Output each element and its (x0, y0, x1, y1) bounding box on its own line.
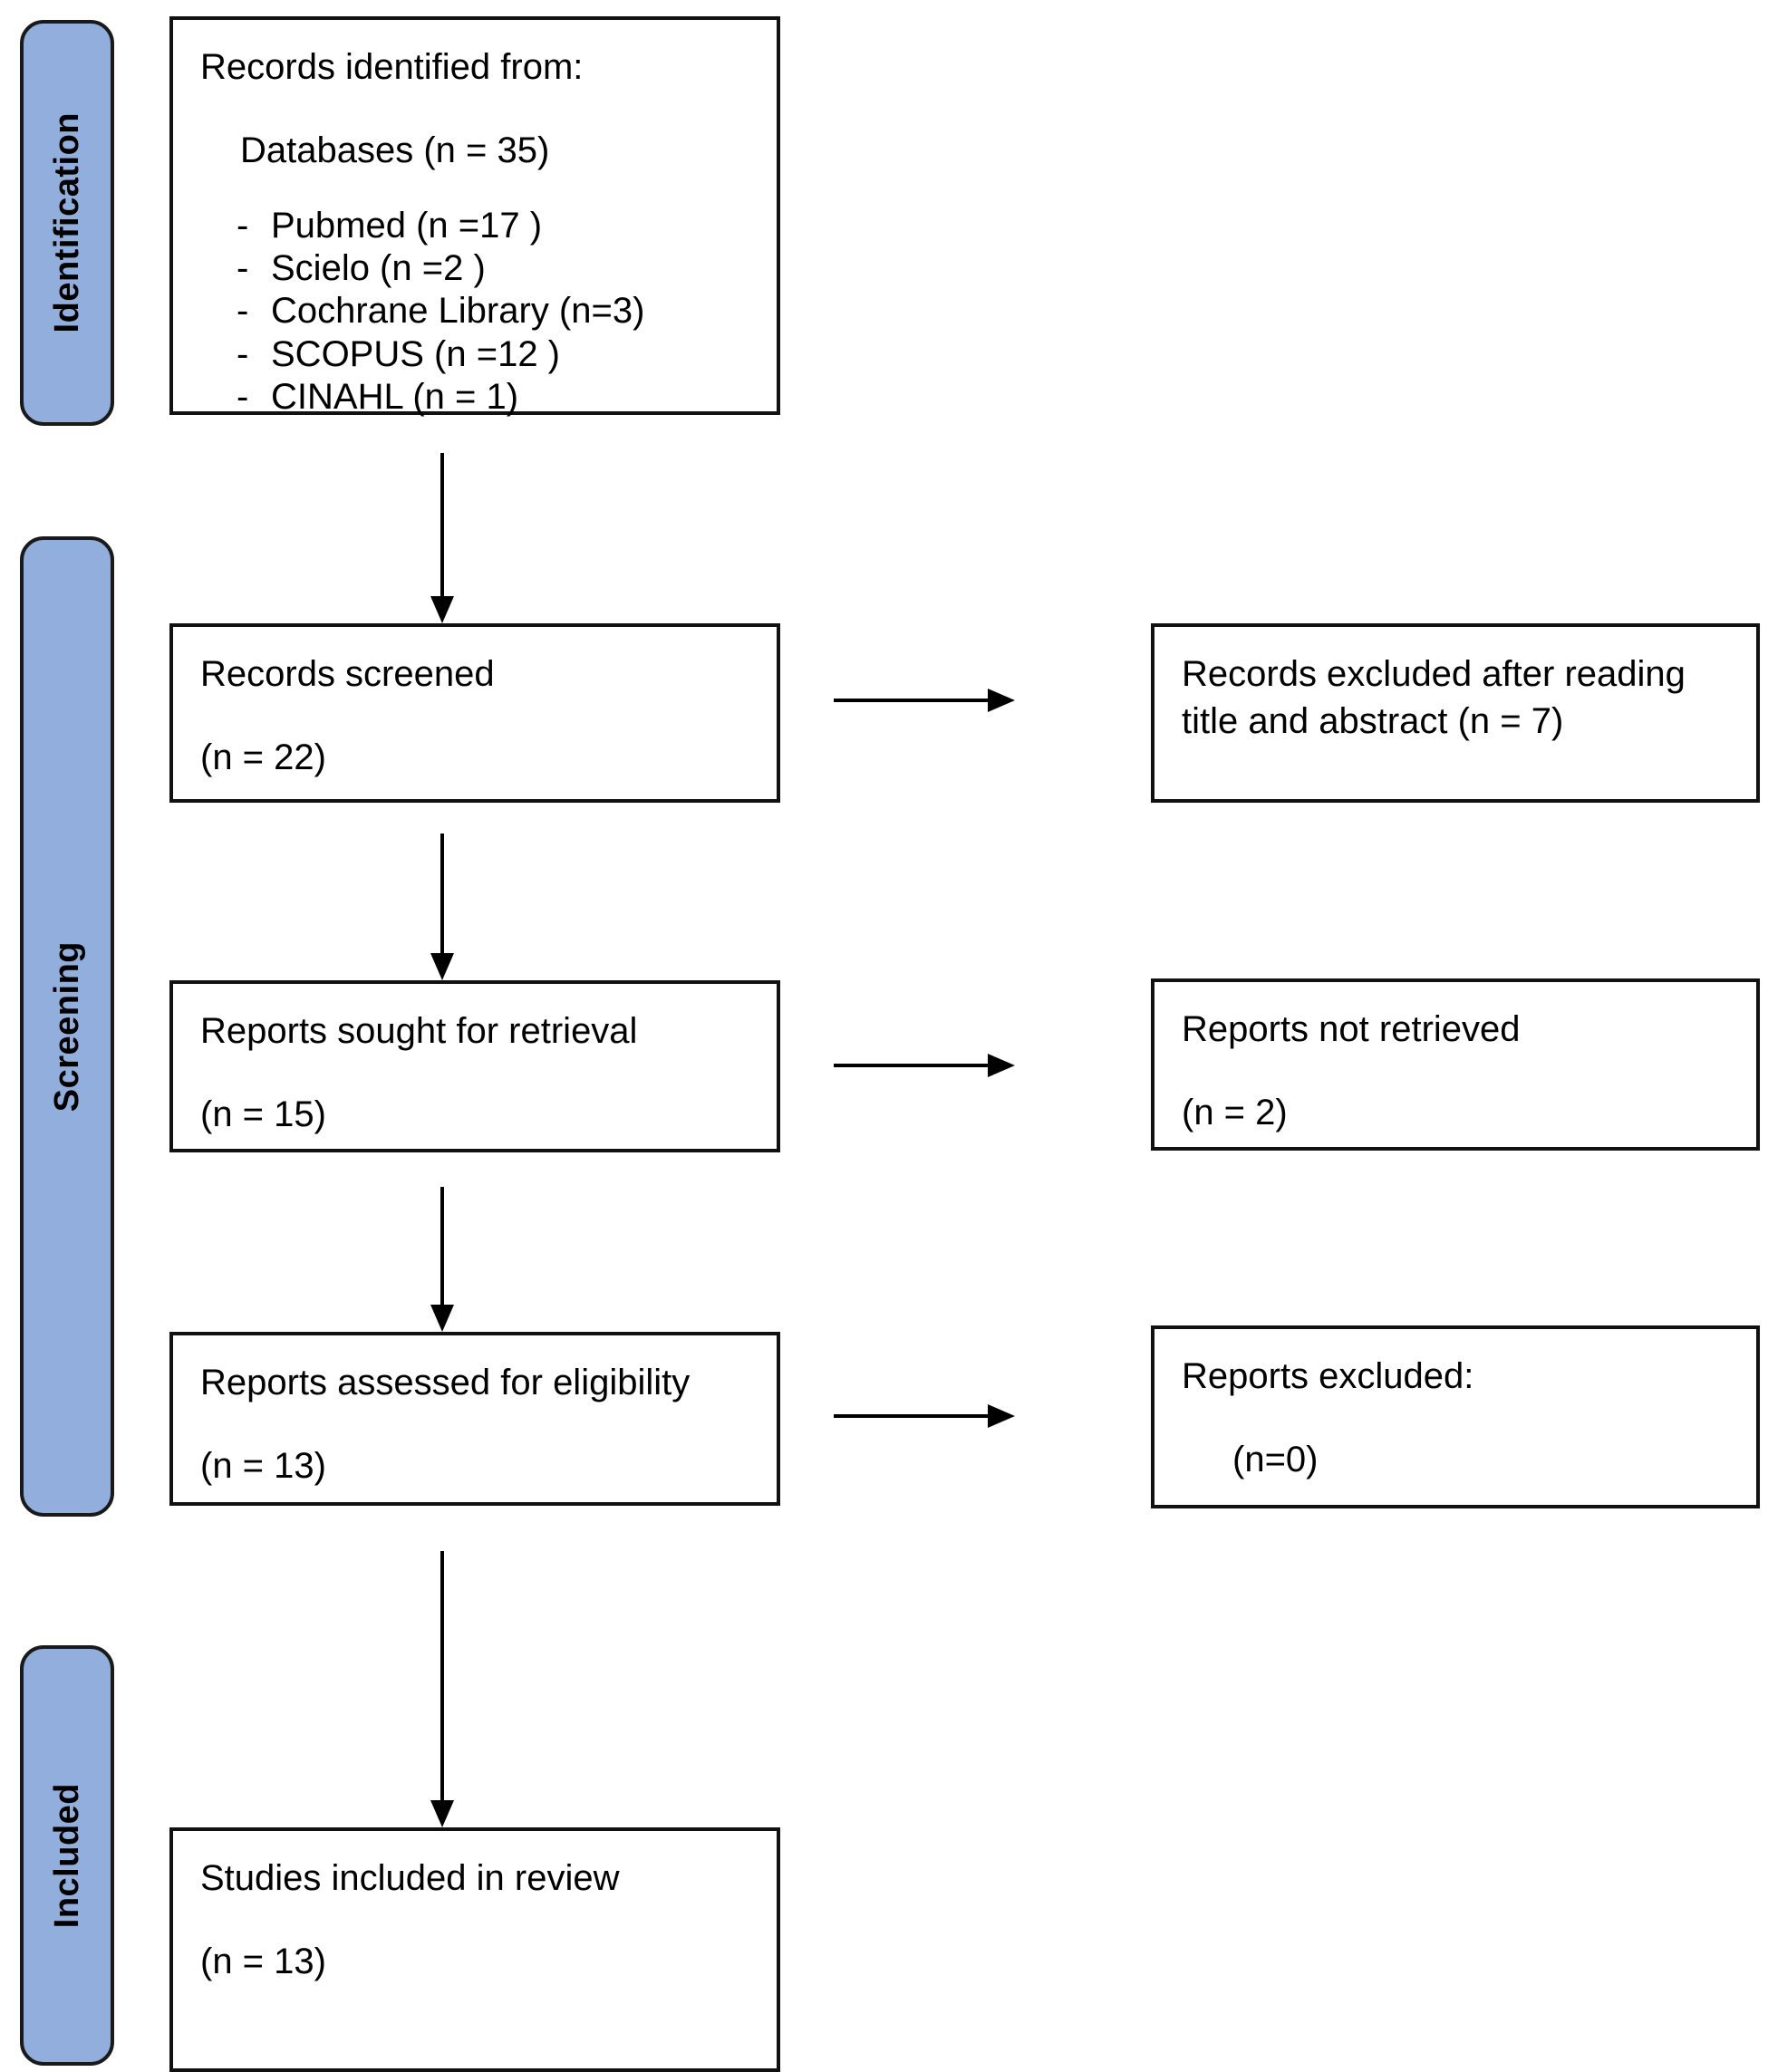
source-label: Cochrane Library (n=3) (271, 291, 645, 332)
arrow-screened-to-sought (424, 834, 460, 980)
records-excluded-line1: Records excluded after reading (1182, 654, 1686, 694)
arrow-sought-to-not-retrieved (834, 1049, 1015, 1082)
dash-bullet: - (237, 376, 249, 417)
arrow-assessed-to-included (424, 1551, 460, 1827)
box-reports-assessed: Reports assessed for eligibility (n = 13… (169, 1332, 780, 1506)
stage-label-included: Included (48, 1782, 86, 1929)
stage-tab-included: Included (20, 1645, 114, 2066)
stage-tab-identification: Identification (20, 20, 114, 426)
studies-included-line1: Studies included in review (200, 1858, 620, 1898)
source-label: SCOPUS (n =12 ) (271, 333, 561, 374)
source-label: CINAHL (n = 1) (271, 376, 519, 417)
dash-bullet: - (237, 206, 249, 246)
records-screened-count: (n = 22) (200, 737, 326, 777)
box-records-identified: Records identified from: Databases (n = … (169, 16, 780, 417)
source-label: Pubmed (n =17 ) (271, 206, 543, 246)
list-item: - CINAHL (n = 1) (200, 376, 749, 419)
reports-excluded-count: (n=0) (1232, 1440, 1319, 1479)
studies-included-count: (n = 13) (200, 1942, 326, 1981)
dash-bullet: - (237, 333, 249, 374)
list-item: - Cochrane Library (n=3) (200, 290, 749, 332)
list-item: - SCOPUS (n =12 ) (200, 333, 749, 376)
arrow-identified-to-screened (424, 453, 460, 623)
stage-label-screening: Screening (48, 940, 86, 1113)
dash-bullet: - (237, 291, 249, 332)
box-reports-not-retrieved: Reports not retrieved (n = 2) (1151, 978, 1760, 1151)
reports-assessed-count: (n = 13) (200, 1446, 326, 1486)
reports-assessed-line1: Reports assessed for eligibility (200, 1363, 691, 1402)
arrow-assessed-to-excluded (834, 1400, 1015, 1432)
arrow-screened-to-excluded (834, 684, 1015, 717)
box-studies-included: Studies included in review (n = 13) (169, 1827, 780, 2072)
records-excluded-line2: title and abstract (n = 7) (1182, 701, 1564, 741)
source-label: Scielo (n =2 ) (271, 248, 486, 289)
records-screened-line1: Records screened (200, 654, 495, 694)
records-identified-databases: Databases (n = 35) (240, 130, 550, 170)
records-identified-heading: Records identified from: (200, 47, 584, 87)
records-identified-source-list: - Pubmed (n =17 ) - Scielo (n =2 ) - Coc… (200, 205, 749, 419)
box-reports-excluded: Reports excluded: (n=0) (1151, 1325, 1760, 1508)
list-item: - Scielo (n =2 ) (200, 247, 749, 290)
reports-sought-line1: Reports sought for retrieval (200, 1011, 638, 1051)
list-item: - Pubmed (n =17 ) (200, 205, 749, 247)
reports-sought-count: (n = 15) (200, 1094, 326, 1134)
stage-tab-screening: Screening (20, 536, 114, 1517)
box-records-excluded: Records excluded after reading title and… (1151, 623, 1760, 803)
reports-not-retrieved-line1: Reports not retrieved (1182, 1009, 1521, 1049)
stage-label-identification: Identification (48, 112, 86, 333)
box-records-screened: Records screened (n = 22) (169, 623, 780, 803)
reports-not-retrieved-count: (n = 2) (1182, 1093, 1288, 1132)
reports-excluded-line1: Reports excluded: (1182, 1356, 1474, 1396)
box-reports-sought: Reports sought for retrieval (n = 15) (169, 980, 780, 1152)
arrow-sought-to-assessed (424, 1187, 460, 1332)
dash-bullet: - (237, 248, 249, 289)
